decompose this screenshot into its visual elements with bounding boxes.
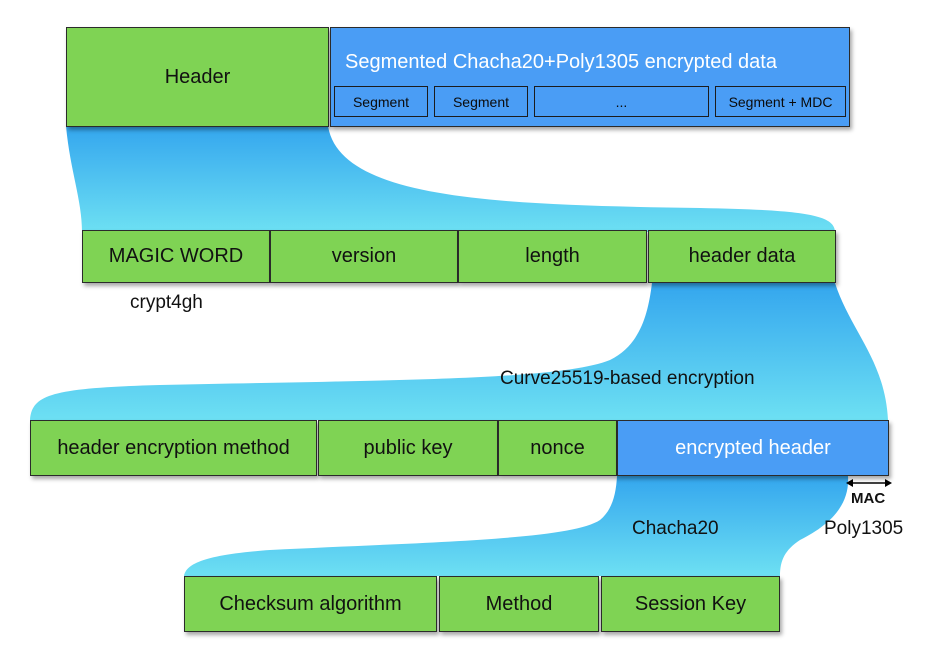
field-header-data: header data xyxy=(648,230,836,283)
segment-2: Segment xyxy=(434,86,528,117)
funnel-encrypted-header xyxy=(184,476,849,576)
field-length: length xyxy=(458,230,647,283)
encrypted-data-title: Segmented Chacha20+Poly1305 encrypted da… xyxy=(345,51,777,73)
field-encrypted-header: encrypted header xyxy=(617,420,889,476)
poly1305-label: Poly1305 xyxy=(824,518,904,539)
field-nonce: nonce xyxy=(498,420,617,476)
field-header-encryption-method: header encryption method xyxy=(30,420,317,476)
field-method: Method xyxy=(439,576,599,632)
field-checksum-algorithm: Checksum algorithm xyxy=(184,576,437,632)
curve-label: Curve25519-based encryption xyxy=(500,368,755,389)
mac-arrow-icon xyxy=(846,479,892,487)
field-public-key: public key xyxy=(318,420,498,476)
funnel-header xyxy=(66,126,835,232)
header-block: Header xyxy=(66,27,329,127)
chacha-label: Chacha20 xyxy=(632,518,719,539)
funnel-header-data xyxy=(30,283,888,420)
mac-label: MAC xyxy=(851,490,886,507)
segment-mdc: Segment + MDC xyxy=(715,86,846,117)
segment-ellipsis: ... xyxy=(534,86,709,117)
segment-1: Segment xyxy=(334,86,428,117)
magic-note: crypt4gh xyxy=(130,292,203,313)
field-version: version xyxy=(270,230,458,283)
field-magic-word: MAGIC WORD xyxy=(82,230,270,283)
field-session-key: Session Key xyxy=(601,576,780,632)
